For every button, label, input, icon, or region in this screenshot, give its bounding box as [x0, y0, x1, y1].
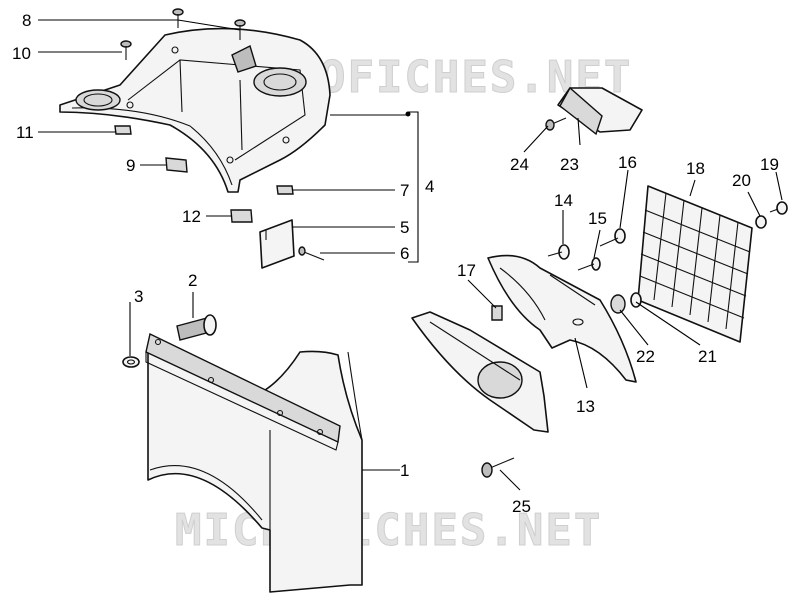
callout-6: 6 [400, 244, 409, 263]
callout-1: 1 [400, 461, 409, 480]
screw-part-24 [545, 117, 567, 131]
callout-15: 15 [588, 209, 607, 228]
group-dot [405, 111, 411, 117]
inner-panel[interactable] [411, 311, 549, 433]
mudflap-bracket [145, 332, 341, 451]
screw-part-6 [298, 246, 325, 261]
callout-14: 14 [554, 191, 573, 210]
callout-19: 19 [760, 155, 779, 174]
callout-4: 4 [425, 177, 434, 196]
callout-2: 2 [188, 271, 197, 290]
callout-labels: 8 10 11 9 7 4 12 5 6 2 3 1 14 15 16 17 1… [12, 11, 779, 516]
callout-17: 17 [457, 261, 476, 280]
plate-part-5 [259, 219, 295, 269]
callout-10: 10 [12, 44, 31, 63]
bolt-part-2 [176, 314, 217, 341]
callout-18: 18 [686, 159, 705, 178]
screw-part-19 [769, 201, 788, 215]
group-bracket-4 [408, 111, 419, 263]
callout-24: 24 [510, 155, 529, 174]
rear-cover-assembly[interactable] [59, 27, 331, 193]
callout-12: 12 [182, 207, 201, 226]
callout-11: 11 [16, 123, 34, 142]
callout-3: 3 [134, 287, 143, 306]
callout-20: 20 [732, 171, 751, 190]
nut-part-22 [610, 294, 626, 314]
washer-part-20 [755, 215, 767, 229]
callout-25: 25 [512, 497, 531, 516]
plate-holder-part-13[interactable] [487, 254, 637, 383]
clip-part-7 [276, 185, 294, 195]
callout-23: 23 [560, 155, 579, 174]
support-plate-part-18[interactable] [637, 185, 753, 343]
callout-13: 13 [576, 397, 595, 416]
screw-part-14 [547, 244, 570, 260]
callout-21: 21 [698, 347, 717, 366]
leader-lines [38, 19, 783, 491]
reflector-part-23[interactable] [557, 86, 643, 136]
callout-8: 8 [22, 11, 31, 30]
screw-part-8 [172, 8, 246, 40]
callout-5: 5 [400, 218, 409, 237]
clip-part-17 [491, 305, 503, 321]
screw-part-15 [577, 257, 601, 271]
clip-part-9 [165, 157, 188, 173]
callout-16: 16 [618, 153, 637, 172]
screw-part-10 [120, 40, 132, 60]
callout-7: 7 [400, 181, 409, 200]
callout-22: 22 [636, 347, 655, 366]
washer-part-3 [122, 356, 140, 368]
rivet-part-25 [481, 457, 515, 478]
screw-part-16 [599, 228, 626, 247]
clip-part-11 [114, 125, 132, 135]
callout-9: 9 [126, 156, 135, 175]
watermark-bottom: MICROFICHES.NET [175, 505, 602, 556]
clip-part-12 [230, 209, 253, 223]
